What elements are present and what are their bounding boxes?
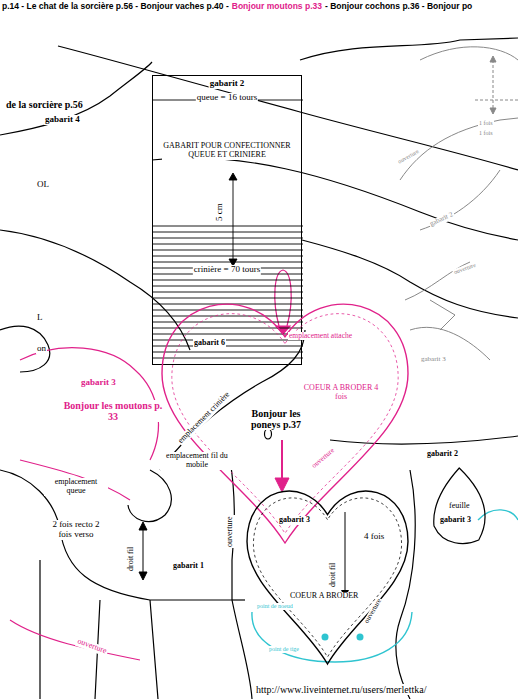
fragment-text: L — [36, 313, 44, 323]
cut-note: 2 fois recto 2 fois verso — [44, 520, 108, 540]
pattern-outline — [40, 560, 158, 699]
title-text: Bonjour les poneys p.37 — [246, 408, 306, 430]
template-name: gabarit 4 — [44, 115, 81, 125]
pattern-outline — [0, 230, 190, 350]
cut-note: 1 fois — [478, 130, 494, 137]
template-name: gabarit 2 — [428, 211, 455, 229]
fragment-text: OL — [36, 180, 50, 190]
stitch-name: point de noeud — [256, 603, 294, 610]
pattern-outline — [58, 46, 518, 170]
title-text: Bonjour les moutons p. 33 — [62, 400, 164, 422]
pattern-outline — [128, 470, 171, 522]
grain-label: droit fil — [127, 546, 136, 572]
pattern-outline — [0, 62, 152, 135]
opening-label: ouverture — [226, 515, 235, 548]
template-name: gabarit 3 — [420, 356, 447, 364]
pattern-outline — [160, 330, 305, 470]
opening-label: ouverture — [75, 637, 109, 656]
cut-note: 1 fois — [478, 120, 494, 127]
pattern-outline — [330, 436, 518, 444]
header-text: p.14 - Le chat de la sorcière p.56 - Bon… — [2, 2, 229, 11]
eye-hole — [265, 429, 272, 439]
node-text: gabarit 2 — [209, 79, 246, 89]
embroidery-dot — [322, 634, 364, 641]
black-heart-outline — [245, 488, 410, 666]
pattern-outline — [300, 38, 518, 60]
pattern-outline — [396, 470, 415, 699]
pattern-outline — [152, 158, 518, 240]
pattern-outline — [0, 326, 50, 372]
fragment-text: on — [36, 344, 47, 354]
node-text: gabarit 3 — [278, 516, 311, 525]
node-text: 5 cm — [215, 202, 225, 222]
node-text: feuille — [448, 502, 470, 511]
stitch-name: point de tige — [268, 646, 300, 653]
node-text: ouverture — [363, 597, 384, 626]
node-text: ouverture — [310, 446, 337, 470]
leaf-template: feuille gabarit 3 — [430, 466, 495, 546]
pattern-outline — [302, 240, 518, 318]
template-name: gabarit 2 — [426, 450, 459, 459]
node-text: droit fil — [329, 562, 338, 588]
grain-arrow — [139, 522, 147, 580]
node-text: crinière = 70 tours — [193, 265, 261, 275]
node-text: queue = 16 tours — [196, 93, 258, 103]
placement-note: emplacement fil du mobile — [160, 452, 234, 470]
node-text: 4 fois — [363, 532, 385, 542]
pattern-outline — [0, 470, 232, 600]
node-text: emplacement attache — [288, 332, 353, 340]
template-rectangle: gabarit 2 queue = 16 toursGABARIT POUR CO… — [152, 75, 302, 365]
watermark: http://www.liveinternet.ru/users/merlett… — [255, 684, 427, 695]
header-text: Bonjour moutons p.33 — [232, 2, 322, 11]
template-name: gabarit 6 — [193, 339, 226, 348]
template-name: gabarit 1 — [172, 562, 205, 571]
node-text: gabarit 3 — [439, 516, 472, 525]
black-heart: gabarit 3 4 fois droit filCOEUR A BRODER ou… — [245, 488, 410, 666]
header-text: - Bonjour cochons p.36 - Bonjour po — [325, 2, 472, 11]
mouton-outline — [10, 348, 158, 660]
pink-arrow — [275, 440, 289, 492]
placement-note: emplacement queue — [44, 478, 108, 496]
template-rectangle-outline — [153, 76, 303, 366]
grey-pattern — [400, 47, 518, 360]
template-name: gabarit 3 — [80, 378, 117, 388]
node-text: GABARIT POUR CONFECTIONNER QUEUE ET CRIN… — [162, 142, 292, 160]
node-text: COEUR A BRODER 4 fois — [302, 384, 380, 402]
pattern-outline — [230, 460, 252, 699]
pattern-outline — [232, 599, 245, 600]
opening-label: ouverture — [396, 148, 421, 166]
header-strip: p.14 - Le chat de la sorcière p.56 - Bon… — [2, 2, 472, 11]
opening-label: ouverture — [452, 261, 478, 276]
title-text: de la sorcière p.56 — [5, 99, 84, 110]
node-text: COEUR A BRODER — [289, 592, 359, 601]
